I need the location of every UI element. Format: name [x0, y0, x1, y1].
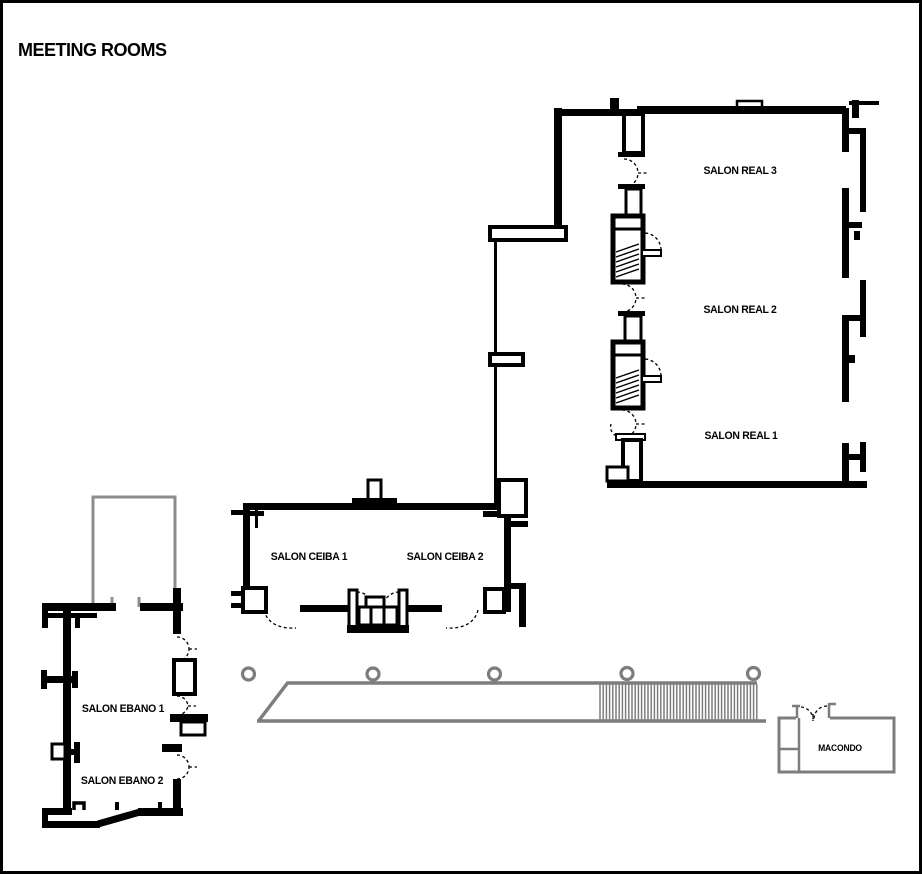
macondo-door-swing — [800, 705, 828, 721]
salon-ebano-1-label: SALON EBANO 1 — [81, 703, 165, 715]
salon-ceiba-2-label: SALON CEIBA 2 — [406, 551, 484, 563]
salon-ceiba-1-label: SALON CEIBA 1 — [270, 551, 348, 563]
walkway — [240, 665, 766, 723]
page-title: MEETING ROOMS — [18, 40, 167, 60]
salon-real-block — [488, 98, 879, 507]
salon-real-partition-wall — [605, 112, 662, 483]
salon-ceiba-block — [231, 478, 528, 633]
macondo-label: MACONDO — [818, 743, 862, 753]
salon-real-2-label: SALON REAL 2 — [703, 304, 777, 316]
walkway-ramp-hatch — [599, 684, 758, 720]
macondo-room — [777, 702, 896, 774]
salon-real-3-label: SALON REAL 3 — [703, 165, 777, 177]
colonnade-columns — [240, 665, 762, 682]
ceiba-double-door — [347, 588, 409, 633]
salon-ebano-2-label: SALON EBANO 2 — [80, 775, 164, 787]
salon-real-1-label: SALON REAL 1 — [704, 430, 778, 442]
prefunction-room — [91, 495, 177, 607]
salon-ebano-block — [41, 495, 208, 828]
